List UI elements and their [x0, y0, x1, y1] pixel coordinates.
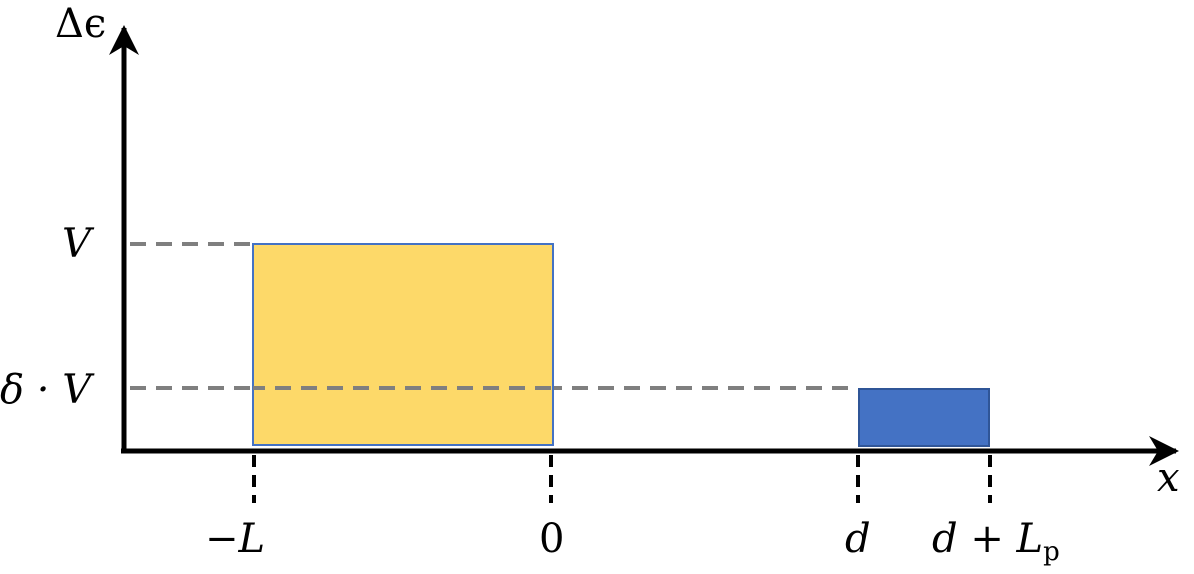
tick-label-d: d: [845, 516, 871, 562]
x-axis-label: x: [1157, 455, 1180, 501]
tick-label-d-plus-Lp-main: d + L: [932, 516, 1044, 562]
tick-label-d-plus-Lp-sub: p: [1043, 537, 1060, 567]
tick-label-d-plus-Lp: d + Lp: [932, 516, 1060, 565]
probe-rect: [858, 388, 990, 447]
level-label-v: V: [62, 221, 91, 267]
barrier-rect: [252, 243, 554, 446]
level-label-delta-v: δ · V: [0, 370, 91, 410]
tick-label-neg-L: −L: [205, 516, 266, 562]
tick-label-zero: 0: [539, 516, 565, 562]
level-label-delta-prefix: δ ·: [0, 367, 63, 413]
y-axis-label: Δϵ: [55, 1, 107, 47]
level-label-delta-var: V: [62, 367, 92, 413]
